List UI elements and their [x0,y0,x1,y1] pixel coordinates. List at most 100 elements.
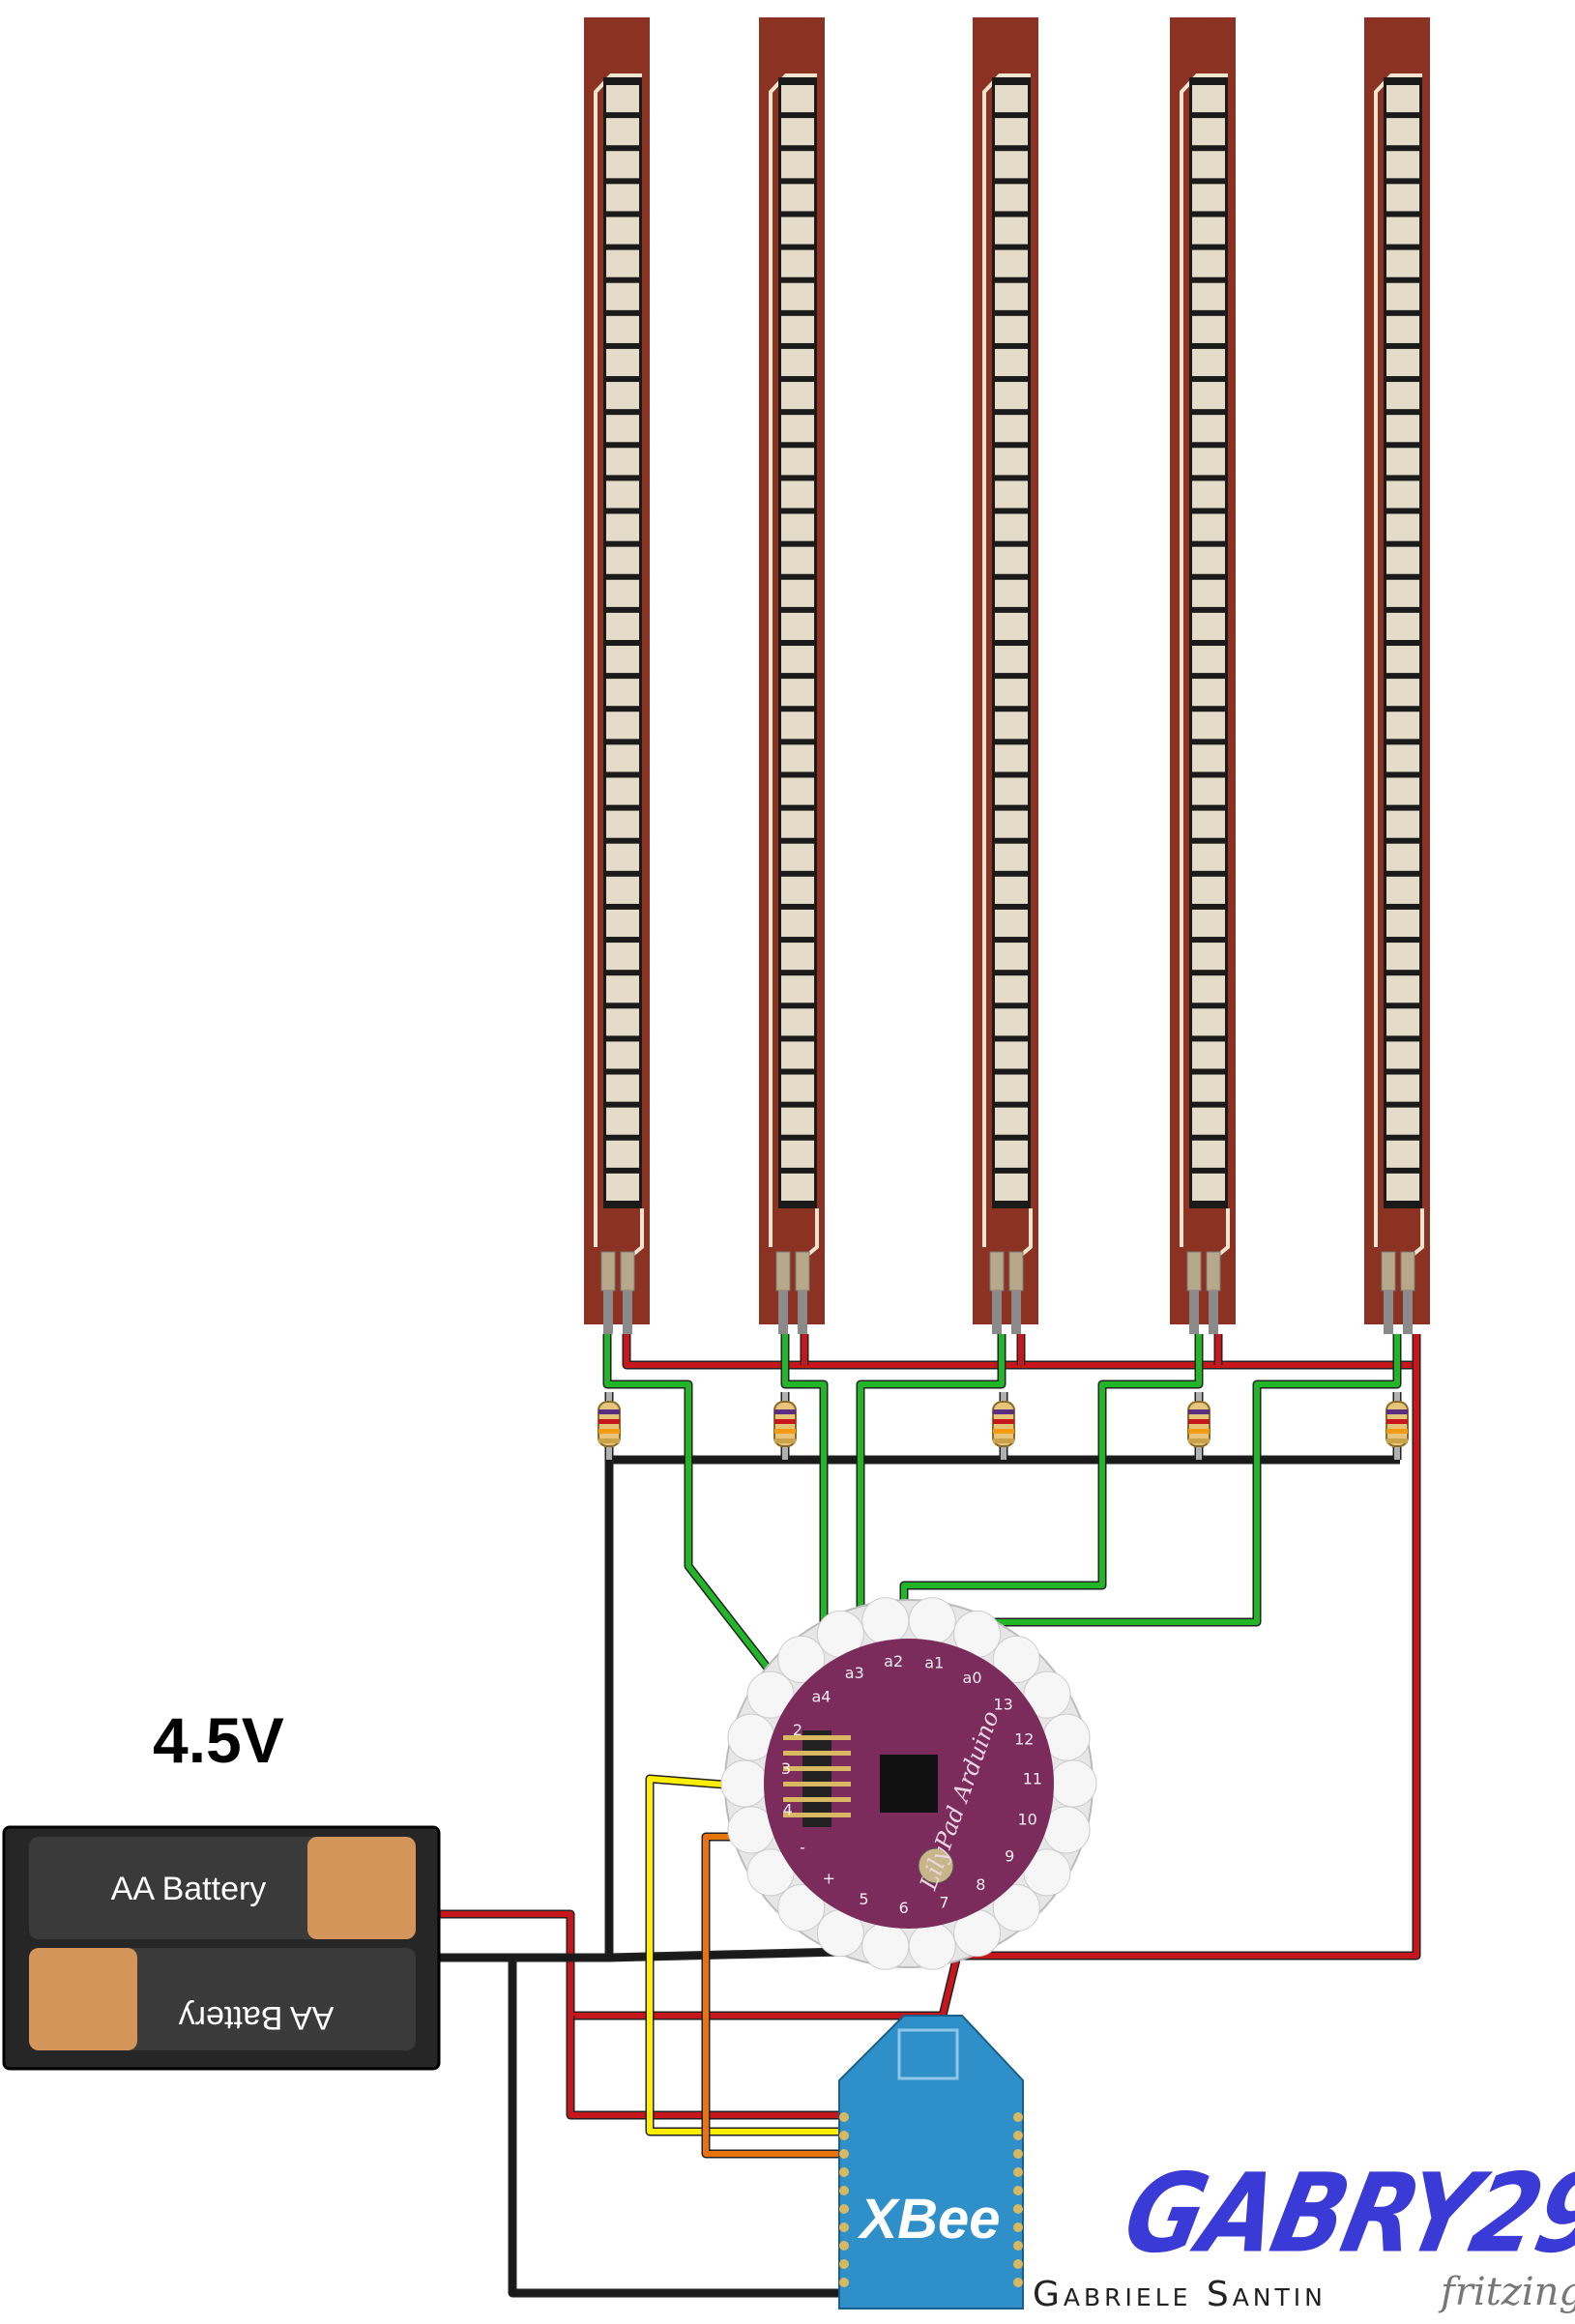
sensor-segment [606,546,639,574]
sensor-segment [606,579,639,607]
author-name: Gabriele Santin [1033,2275,1327,2314]
resistor-band [1386,1438,1408,1443]
sensor-segment [606,646,639,674]
sensor-segment [995,843,1028,871]
sensor-segment [781,382,814,410]
lilypad-pin-label: 5 [859,1890,868,1908]
resistor-band [774,1438,796,1443]
sensor-segment [995,1041,1028,1069]
resistor-band [598,1409,620,1414]
sensor-segment [1386,151,1419,179]
sensor-segment [781,184,814,212]
lilypad-header [802,1730,831,1827]
xbee-pin [1013,2167,1023,2177]
resistor-band [1386,1419,1408,1424]
sensor-segment [1192,810,1225,838]
voltage-label: 4.5V [153,1704,284,1776]
sensor-segment [1386,612,1419,640]
sensor-segment [1192,943,1225,971]
sensor-segment [781,315,814,343]
sensor-segment [1192,118,1225,146]
sensor-segment [995,480,1028,508]
sensor-segment [606,151,639,179]
lilypad-pin-label: 11 [1023,1770,1042,1788]
lilypad-pad [746,1670,795,1719]
lilypad-pad [861,1922,910,1970]
sensor-segment [781,744,814,772]
sensor-pin [600,1251,616,1292]
sensor-segment [1192,217,1225,245]
resistor [992,1401,1015,1447]
sensor-lead [778,1291,788,1334]
sensor-segment [1192,448,1225,476]
xbee-pin [839,2204,849,2214]
sensor-segment [781,975,814,1003]
flex-sensor [1364,17,1430,1334]
sensor-segment [606,679,639,707]
sensor-segment [781,909,814,938]
sensor-pin [1206,1251,1221,1292]
wire-outline [780,1334,829,1639]
resistor [1385,1401,1409,1447]
lilypad-pin-label: a0 [963,1669,982,1687]
sensor-segment [606,1008,639,1036]
sensor-segment [995,415,1028,443]
wire-outline [899,1334,1204,1616]
wire-core [624,1334,1416,1368]
sensor-segment [781,810,814,838]
sensor-pin [775,1251,791,1292]
sensor-segment [1192,249,1225,277]
sensor-segment [995,810,1028,838]
xbee-label: XBee [857,2188,1000,2251]
sensor-segment [606,184,639,212]
lilypad-pin-label: 10 [1017,1811,1036,1829]
sensor-segment [995,1074,1028,1102]
sensor-lead [1011,1291,1021,1334]
sensor-segment [781,546,814,574]
sensor-segment [606,975,639,1003]
lilypad-pin-label: a2 [884,1652,903,1670]
sensor-segment [1386,975,1419,1003]
sensor-lead [1189,1291,1199,1334]
sensor-segment [1192,348,1225,377]
sensor-segment [995,217,1028,245]
wire-core [647,1776,847,2135]
sensor-segment [1192,646,1225,674]
xbee-pin [1013,2131,1023,2140]
sensor-segment [1386,579,1419,607]
sensor-segment [606,1107,639,1135]
lilypad-pin-label: 6 [899,1899,909,1917]
sensor-strip [778,77,817,1208]
sensor-pin [620,1251,635,1292]
sensor-segment [1192,85,1225,113]
sensor-segment [995,777,1028,805]
xbee-antenna [897,2028,959,2080]
sensor-segment [606,1074,639,1102]
sensor-segment [995,1173,1028,1201]
sensor-segment [781,85,814,113]
xbee-pin [839,2241,849,2251]
sensor-segment [995,646,1028,674]
sensor-segment [606,876,639,904]
wire-core [510,1958,847,2296]
sensor-segment [781,480,814,508]
xbee-pin [1013,2204,1023,2214]
wire-core [782,1334,827,1639]
sensor-pin [989,1251,1005,1292]
lilypad-header-pin [783,1797,851,1802]
sensor-segment [1192,1008,1225,1036]
sensor-segment [995,943,1028,971]
xbee-body [838,2015,1024,2309]
sensor-segment [1192,975,1225,1003]
sensor-strip [603,77,642,1208]
sensor-segment [781,612,814,640]
resistor-band [1386,1429,1408,1434]
sensor-segment [606,744,639,772]
sensor-segment [995,612,1028,640]
sensor-segment [1192,513,1225,541]
sensor-segment [1192,1041,1225,1069]
sensor-segment [995,85,1028,113]
sensor-segment [995,184,1028,212]
sensor-segment [1192,282,1225,310]
sensor-strip [1384,77,1422,1208]
